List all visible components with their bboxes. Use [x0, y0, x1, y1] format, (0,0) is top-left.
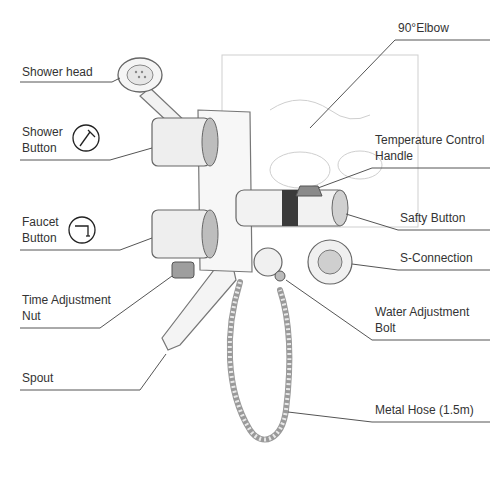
part-label: Shower Button — [22, 124, 82, 156]
part-label: Time Adjustment Nut — [22, 292, 122, 324]
part-label: 90°Elbow — [398, 20, 449, 36]
part-label: Shower head — [22, 64, 93, 80]
part-label: Water Adjustment Bolt — [375, 304, 487, 336]
part-label: Metal Hose (1.5m) — [375, 402, 474, 418]
part-label: Faucet Button — [22, 214, 82, 246]
part-label: S-Connection — [400, 250, 473, 266]
part-label: Temperature Control Handle — [375, 132, 493, 164]
part-label: Safty Button — [400, 210, 465, 226]
part-label: Spout — [22, 370, 53, 386]
